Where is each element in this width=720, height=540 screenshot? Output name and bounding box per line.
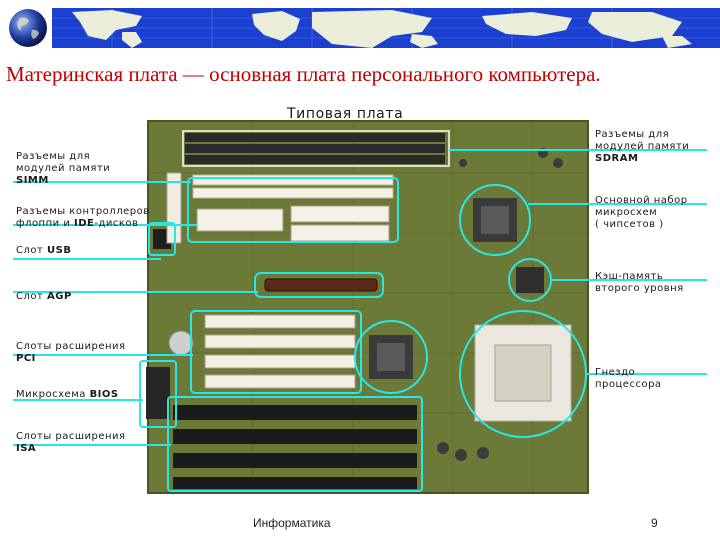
label-pci: Слоты расширения PCI: [16, 341, 126, 364]
label-sdram: Разъемы для модулей памяти SDRAM: [595, 129, 690, 164]
chipset-northbridge: [473, 198, 517, 242]
ide-floppy-connectors: [196, 205, 390, 242]
pci-slots: [204, 314, 356, 389]
label-agp: Слот AGP: [16, 291, 72, 302]
leader-lines-right: [449, 149, 707, 375]
label-usb: Слот USB: [16, 245, 72, 256]
cpu-socket: [474, 324, 572, 422]
header-banner: [0, 0, 720, 56]
page-number: 9: [651, 516, 658, 530]
cache-chip: [516, 267, 544, 293]
slide-title: Материнская плата — основная плата персо…: [6, 62, 601, 86]
motherboard-photo: [13, 120, 707, 494]
diagram-heading: Типовая плата: [287, 106, 404, 122]
diagram-panel: Типовая плата Разъемы для модулей памяти…: [13, 93, 707, 510]
chipset-southbridge: [369, 335, 413, 379]
sdram-slots: [182, 130, 450, 167]
label-cpu-socket: Гнездо процессора: [595, 367, 662, 390]
label-isa: Слоты расширения ISA: [16, 431, 126, 454]
label-chipset: Основной набор микросхем ( чипсетов ): [595, 195, 688, 230]
isa-slots: [173, 405, 417, 489]
agp-slot: [264, 278, 378, 292]
label-simm: Разъемы для модулей памяти SIMM: [16, 151, 111, 186]
world-map-banner: [52, 8, 720, 48]
simm-slots: [192, 174, 394, 199]
footer-subject: Информатика: [253, 516, 331, 530]
label-disk-controllers: Разъемы контроллеров флоппи и IDE-дисков: [16, 206, 150, 229]
label-bios: Микросхема BIOS: [16, 389, 119, 400]
cmos-battery: [168, 330, 194, 356]
label-cache: Кэш-память второго уровня: [595, 271, 684, 294]
highlight-markers: [139, 177, 587, 492]
bios-chip: [146, 367, 170, 419]
globe-icon: [9, 9, 47, 47]
leader-lines-left: [13, 181, 258, 446]
